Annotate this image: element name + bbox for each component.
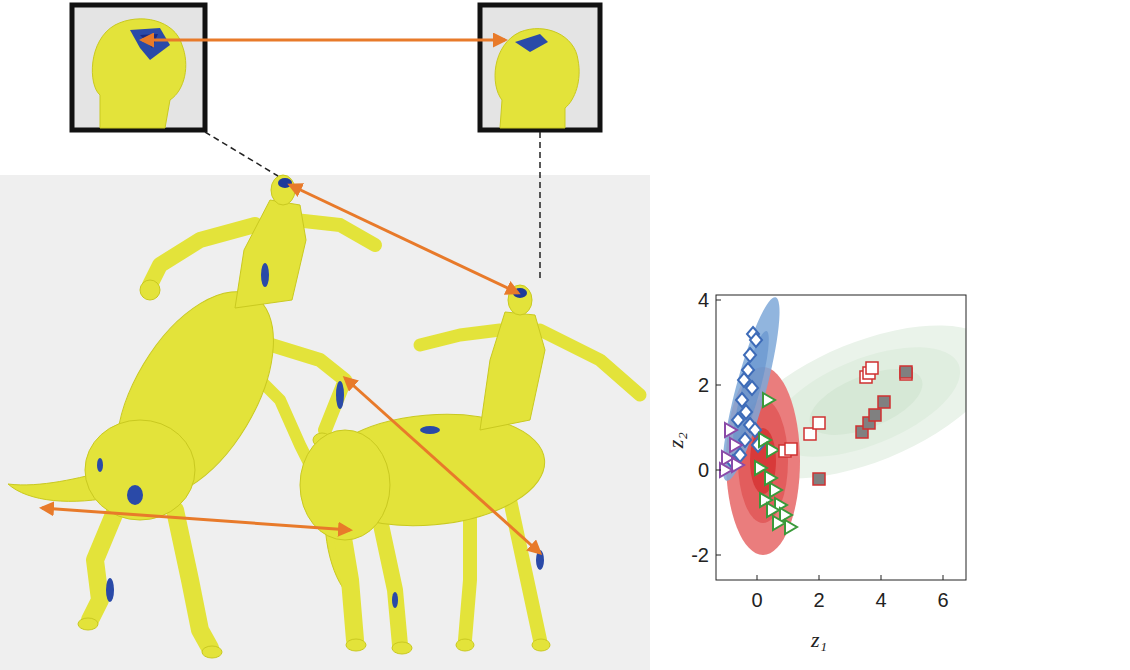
tick-label: 6 [937, 589, 948, 611]
tick-label: 0 [751, 589, 762, 611]
axis-label: z₂ [664, 432, 688, 448]
tick-label: 2 [698, 374, 709, 396]
tick-label: 6 [937, 589, 948, 611]
axis-label: z₁ [811, 628, 827, 652]
tick-label: -2 [691, 544, 709, 566]
blue-patches [97, 178, 344, 602]
tick-label: 4 [698, 289, 709, 311]
tick-label: 2 [698, 374, 709, 396]
tick-label: 0 [698, 459, 709, 481]
tick-label: 4 [875, 589, 886, 611]
blue-patches [392, 288, 544, 608]
tick-label: 2 [813, 589, 824, 611]
dashed-leader [205, 132, 540, 282]
tick-label: 0 [698, 459, 709, 481]
tick-label: 4 [698, 289, 709, 311]
tick-label: 0 [751, 589, 762, 611]
axis-label: z₂ [664, 432, 688, 448]
axis-label: z₁ [811, 628, 827, 652]
centaur-left [8, 175, 375, 658]
centaur-right [300, 285, 640, 654]
tick-label: 4 [875, 589, 886, 611]
plot-axes [716, 295, 966, 580]
head-inset-left [72, 5, 205, 130]
tick-label: 2 [813, 589, 824, 611]
head-inset-right [480, 5, 600, 130]
tick-label: -2 [691, 544, 709, 566]
render-ground [0, 175, 650, 670]
correspondence-arrow [42, 40, 540, 553]
scatter-plot [716, 295, 966, 555]
